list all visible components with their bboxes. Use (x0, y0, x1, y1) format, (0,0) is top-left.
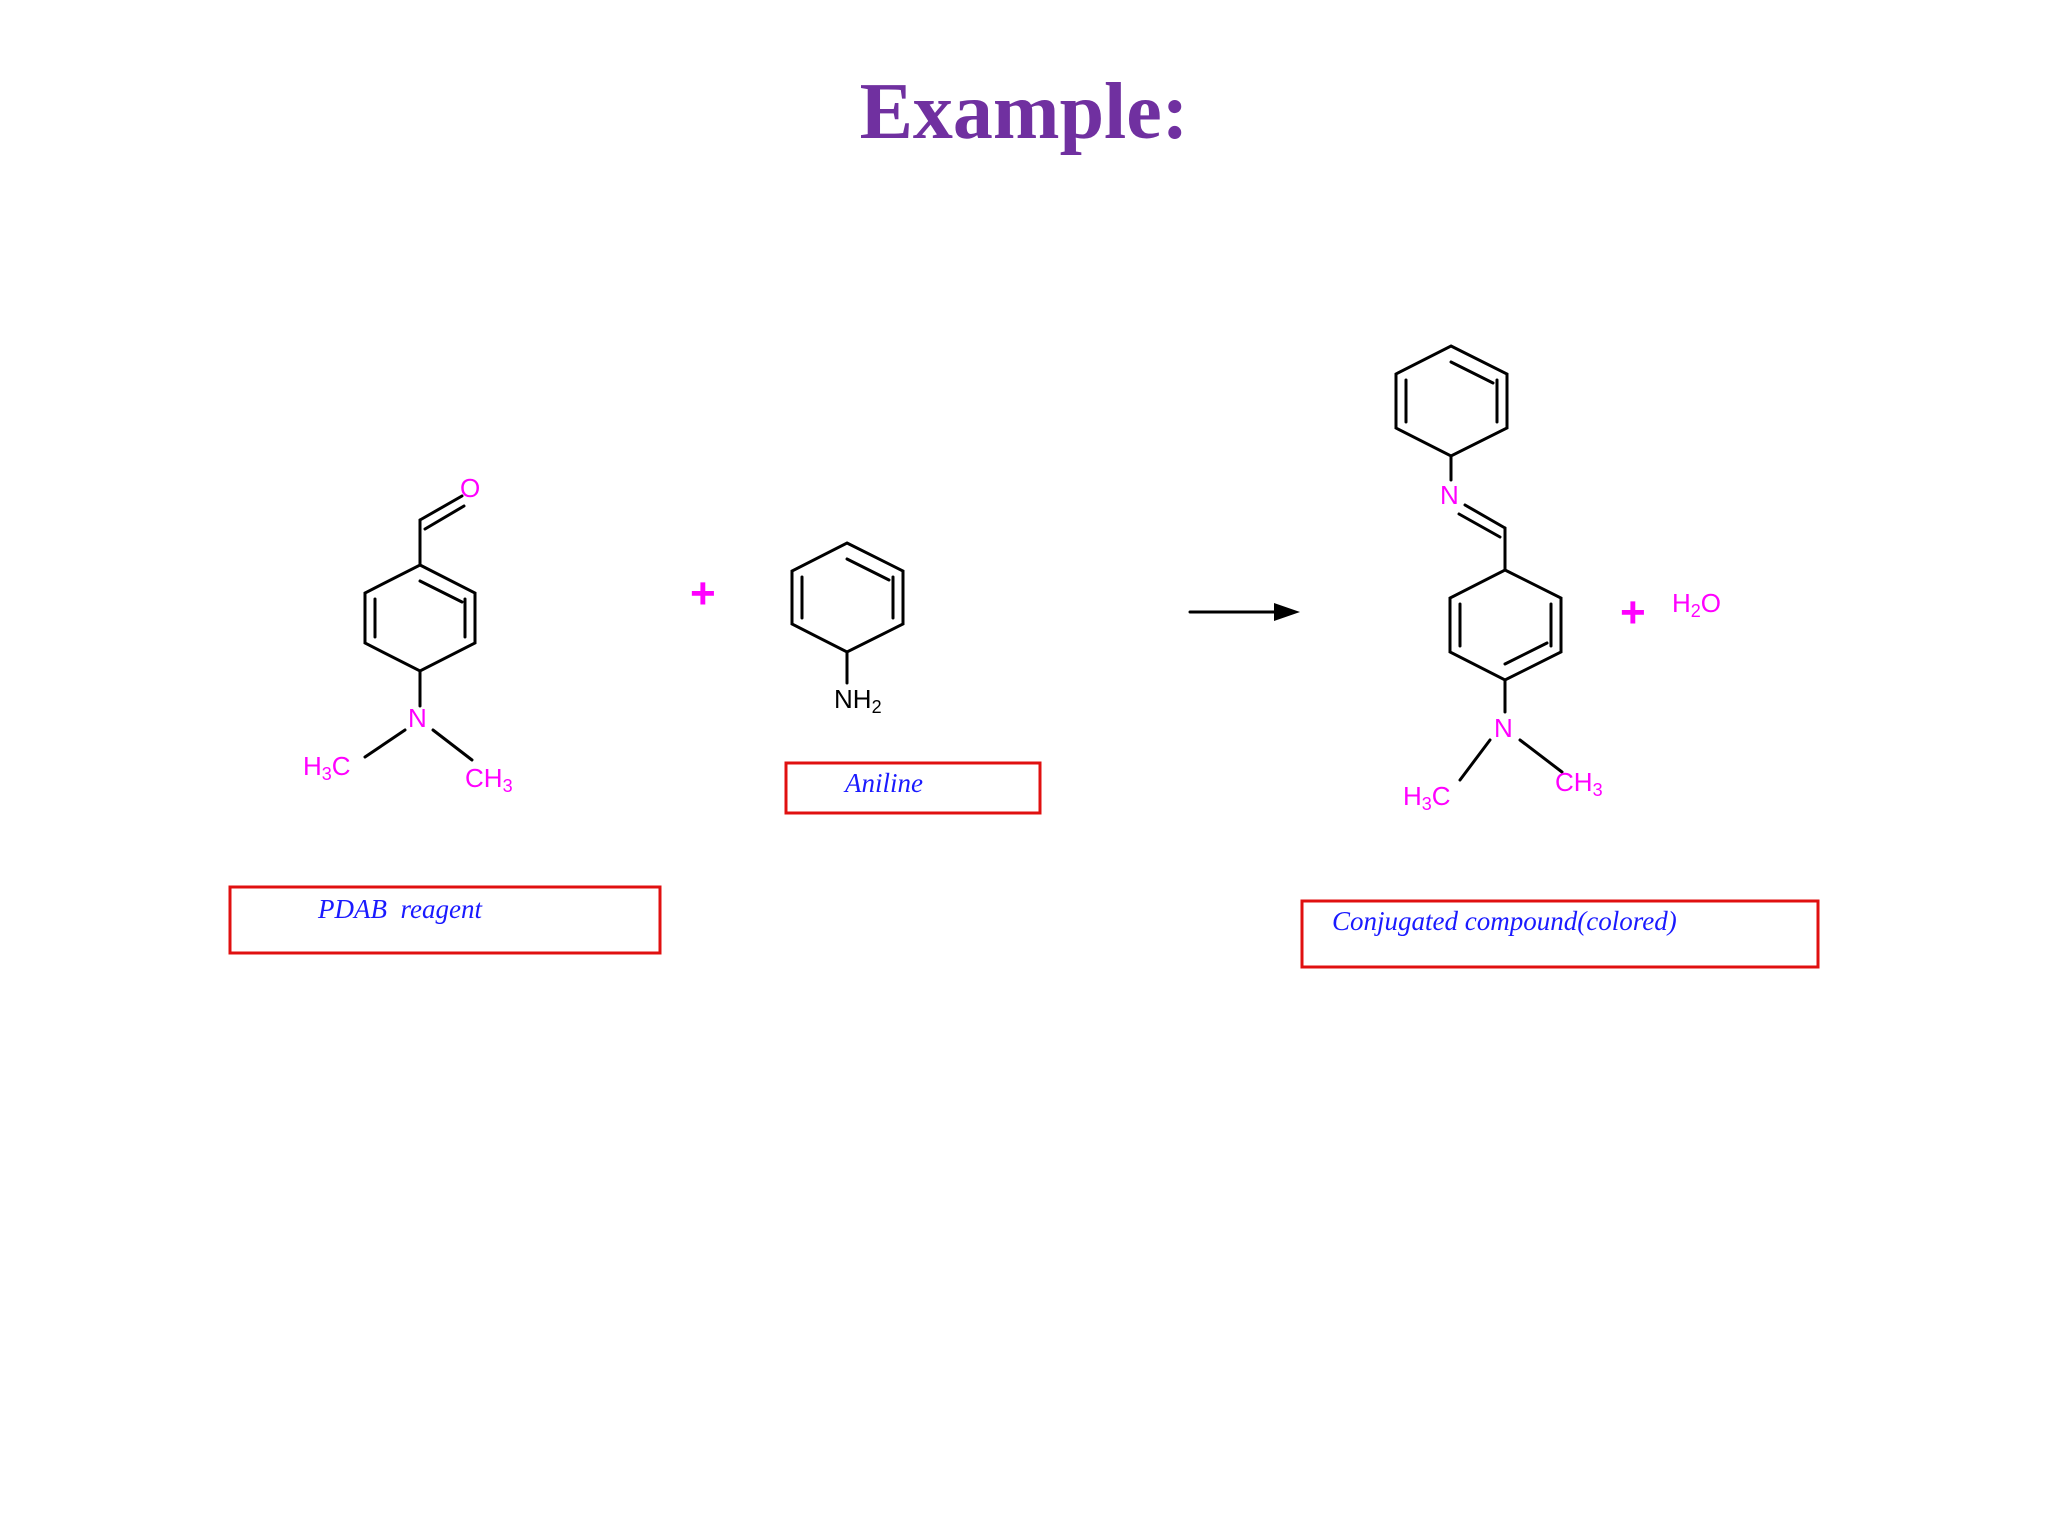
water-h: H (1672, 588, 1691, 618)
svg-text:H3C: H3C (1403, 781, 1451, 814)
product-imine-nitrogen: N (1440, 480, 1459, 510)
product-methyl-left-h: H (1403, 781, 1422, 811)
product-structure (1394, 344, 1564, 782)
pdab-methyl-left-h: H (303, 751, 322, 781)
pdab-methyl-right-sub: 3 (503, 776, 513, 796)
aniline-amine: NH (834, 684, 872, 714)
aniline-structure (790, 541, 905, 685)
pdab-structure (363, 494, 477, 762)
reaction-arrow (1188, 603, 1300, 621)
aniline-label-box (784, 761, 1042, 815)
pdab-oxygen: O (460, 473, 480, 503)
product-methyl-right: CH (1555, 767, 1593, 797)
product-methyl-left-sub: 3 (1422, 794, 1432, 814)
pdab-label: PDAB reagent (317, 894, 483, 924)
product-label: Conjugated compound(colored) (1332, 906, 1677, 936)
aniline-label: Aniline (843, 768, 923, 798)
svg-text:H2O: H2O (1672, 588, 1721, 621)
plus-sign-1: + (690, 569, 716, 618)
water-o: O (1701, 588, 1721, 618)
pdab-label-box (228, 885, 662, 955)
svg-text:NH2: NH2 (834, 684, 882, 717)
slide-title: Example: (859, 68, 1189, 156)
svg-text:CH3: CH3 (465, 763, 513, 796)
product-nitrogen: N (1494, 713, 1513, 743)
pdab-methyl-left-sub: 3 (322, 764, 332, 784)
plus-sign-2: + (1620, 588, 1646, 637)
product-methyl-right-sub: 3 (1593, 780, 1603, 800)
pdab-nitrogen: N (408, 703, 427, 733)
pdab-methyl-left-c: C (332, 751, 351, 781)
product-methyl-left-c: C (1432, 781, 1451, 811)
water-sub: 2 (1691, 601, 1701, 621)
pdab-methyl-right: CH (465, 763, 503, 793)
product-label-box (1300, 899, 1820, 969)
svg-text:CH3: CH3 (1555, 767, 1603, 800)
aniline-amine-sub: 2 (872, 697, 882, 717)
svg-text:H3C: H3C (303, 751, 351, 784)
